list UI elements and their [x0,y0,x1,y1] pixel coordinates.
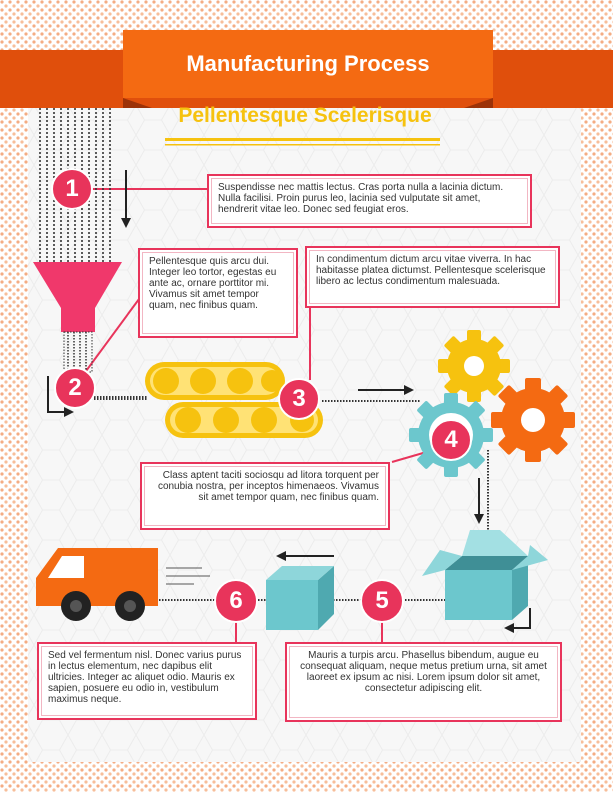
step-5-callout: Mauris a turpis arcu. Phasellus bibendum… [285,642,562,722]
step-number-5: 5 [375,587,389,614]
open-box-icon [422,530,548,620]
closed-box-icon [266,566,334,630]
down-arrow-icon [121,170,131,228]
left-arrow-icon [276,551,334,561]
title-ribbon [0,30,613,108]
step-2-callout: Pellentesque quis arcu dui. Integer leo … [138,248,298,338]
raw-material-stream [39,108,111,262]
page-subtitle: Pellentesque Scelerisque [178,104,432,127]
conveyor-belt-icon [145,362,323,438]
step-number-6: 6 [229,587,243,614]
turn-arrow-icon [512,608,531,629]
page-title: Manufacturing Process [186,51,430,76]
step-number-1: 1 [65,175,79,202]
down-arrow-icon [474,478,484,524]
step-number-2: 2 [68,374,82,401]
step-3-callout: In condimentum dictum arcu vitae viverra… [305,246,560,308]
right-arrow-icon [358,385,414,395]
step-number-4: 4 [444,426,458,453]
turn-arrow-icon [47,376,66,413]
funnel-icon [33,262,122,373]
step-6-callout: Sed vel fermentum nisl. Donec varius pur… [37,642,257,720]
delivery-van-icon [36,548,210,621]
step-number-3: 3 [292,385,306,412]
step-markers [51,168,472,623]
subtitle-underline [165,138,440,141]
step-1-callout: Suspendisse nec mattis lectus. Cras port… [207,174,532,228]
step-4-callout: Class aptent taciti sociosqu ad litora t… [140,462,390,530]
